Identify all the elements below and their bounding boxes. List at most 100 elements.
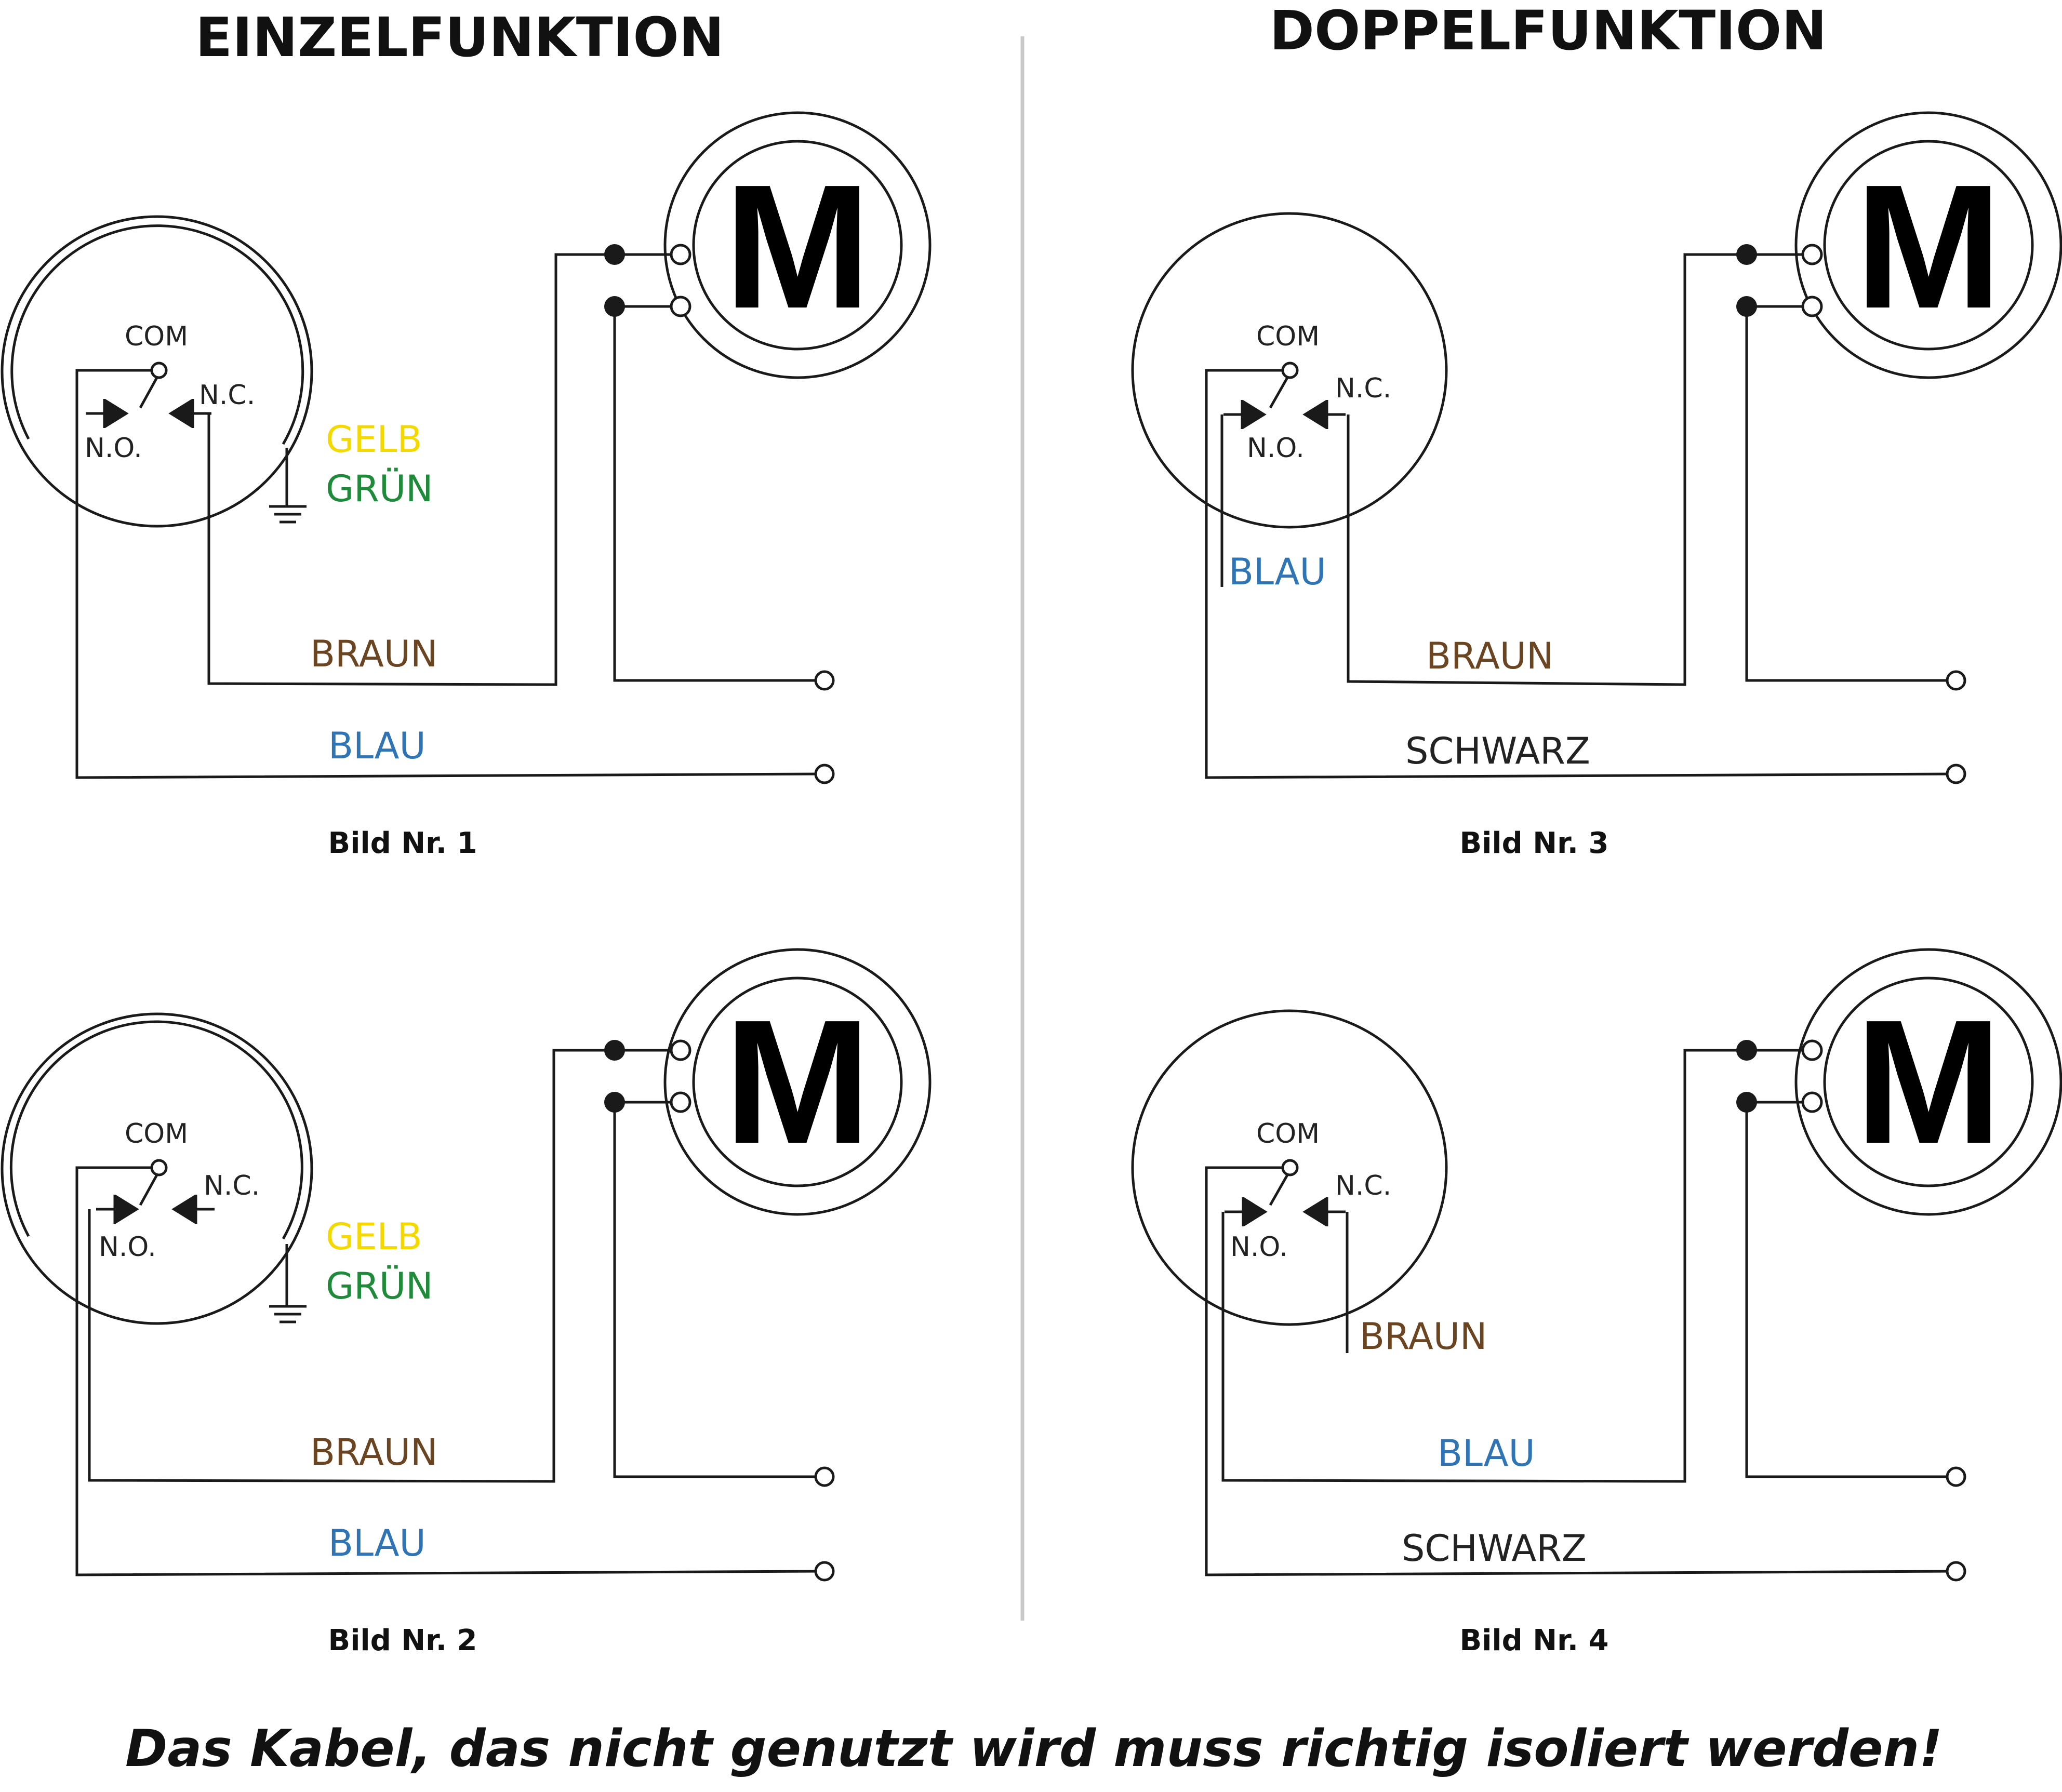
wire-motor-return	[1745, 1102, 1954, 1478]
motor-inner-circle	[692, 140, 903, 351]
label-blau: BLAU	[1229, 551, 1326, 593]
switch-housing-circle	[1131, 1009, 1448, 1326]
motor-terminal	[1801, 1091, 1823, 1113]
motor-symbol: M	[724, 983, 871, 1181]
junction-dot	[1736, 1092, 1757, 1113]
nc-label: N.C.	[199, 380, 255, 411]
wire-motor-return	[613, 306, 823, 682]
junction-dot	[604, 296, 625, 317]
motor-outer-circle	[663, 948, 932, 1216]
switch-contact-lever	[1269, 1174, 1289, 1206]
output-terminal	[1946, 1561, 1966, 1582]
switch-contact-lever	[139, 1174, 158, 1206]
label-gelb: GELB	[326, 418, 422, 461]
label-gruen: GRÜN	[326, 467, 433, 510]
motor-outer-circle	[663, 111, 932, 379]
output-terminal	[1946, 670, 1966, 691]
title-einzelfunktion: EINZELFUNKTION	[195, 6, 724, 69]
label-blau: BLAU	[328, 1522, 426, 1564]
motor-symbol: M	[1855, 148, 2002, 345]
caption: Bild Nr. 3	[1460, 826, 1609, 860]
motor-outer-circle	[1794, 111, 2062, 379]
motor-inner-circle	[1823, 977, 2034, 1187]
label-braun: BRAUN	[1360, 1315, 1487, 1358]
motor-terminal	[1801, 1039, 1823, 1061]
junction-dot	[1736, 244, 1757, 265]
label-braun: BRAUN	[310, 1431, 437, 1474]
nc-label: N.C.	[1335, 373, 1391, 404]
footer-warning: Das Kabel, das nicht genutzt wird muss r…	[125, 1719, 1943, 1778]
no-label: N.O.	[1247, 433, 1305, 464]
switch-contact-lever	[139, 377, 158, 409]
label-gelb: GELB	[326, 1215, 422, 1258]
wire-blau	[75, 369, 824, 779]
housing-inner-arc	[10, 224, 304, 445]
title-doppelfunktion: DOPPELFUNKTION	[1270, 0, 1827, 62]
com-terminal	[1281, 362, 1299, 379]
label-braun: BRAUN	[310, 633, 437, 675]
output-terminal	[814, 670, 835, 691]
com-terminal	[150, 362, 168, 379]
nc-contact-arrow-icon	[1305, 401, 1346, 428]
no-label: N.O.	[1230, 1232, 1288, 1263]
output-terminal	[814, 764, 835, 784]
no-contact-arrow-icon	[96, 1196, 137, 1223]
diagram-1: COM N.C. N.O. M GELB GRÜN BRAUN BLAU Bil…	[1, 111, 932, 860]
junction-dot	[604, 1040, 625, 1061]
motor-terminal	[1801, 244, 1823, 265]
ground-symbol	[269, 1305, 307, 1323]
nc-contact-arrow-icon	[1305, 1198, 1346, 1225]
motor-terminal	[670, 1091, 691, 1113]
wire-braun	[88, 1049, 615, 1483]
switch-housing-circle	[1, 215, 313, 528]
motor-terminal	[670, 296, 691, 317]
switch-housing-circle	[1, 1012, 313, 1325]
motor-terminal	[1801, 296, 1823, 317]
com-label: COM	[125, 321, 188, 352]
motor-symbol: M	[1855, 983, 2002, 1181]
motor-terminal	[670, 244, 691, 265]
motor-inner-circle	[1823, 140, 2034, 351]
no-label: N.O.	[99, 1232, 156, 1263]
nc-label: N.C.	[1335, 1170, 1391, 1201]
label-braun: BRAUN	[1426, 635, 1553, 677]
caption: Bild Nr. 1	[328, 826, 477, 860]
wire-motor-return	[613, 1102, 823, 1478]
com-label: COM	[1256, 1118, 1320, 1149]
wire-blau	[75, 1166, 824, 1576]
output-terminal	[814, 1466, 835, 1487]
wire-braun	[207, 253, 615, 686]
com-terminal	[1281, 1159, 1299, 1176]
wire-schwarz	[1205, 1166, 1955, 1576]
no-contact-arrow-icon	[1223, 401, 1264, 428]
diagram-4: COM N.C. N.O. M BRAUN BLAU SCHWARZ Bild …	[1131, 948, 2062, 1657]
label-schwarz: SCHWARZ	[1402, 1527, 1587, 1570]
com-label: COM	[1256, 321, 1320, 352]
label-gruen: GRÜN	[326, 1265, 433, 1307]
output-terminal	[1946, 1466, 1966, 1487]
diagram-2: COM N.C. N.O. M GELB GRÜN BRAUN BLAU Bil…	[1, 948, 932, 1657]
switch-housing-circle	[1131, 212, 1448, 529]
switch-contact-lever	[1269, 377, 1289, 409]
diagram-3: COM N.C. N.O. M BLAU BRAUN SCHWARZ Bild …	[1131, 111, 2062, 860]
no-contact-arrow-icon	[1225, 1198, 1265, 1225]
label-schwarz: SCHWARZ	[1405, 730, 1590, 772]
housing-inner-arc	[9, 1020, 303, 1240]
junction-dot	[604, 244, 625, 265]
wire-motor-return	[1745, 306, 1954, 682]
ground-symbol	[269, 505, 307, 524]
com-terminal	[150, 1159, 168, 1176]
wire-blau	[1221, 1049, 1747, 1483]
motor-outer-circle	[1794, 948, 2062, 1216]
label-blau: BLAU	[1438, 1432, 1535, 1475]
no-label: N.O.	[85, 433, 142, 464]
output-terminal	[1946, 764, 1966, 784]
caption: Bild Nr. 4	[1460, 1624, 1609, 1657]
wire-braun	[1347, 253, 1747, 686]
junction-dot	[604, 1092, 625, 1113]
junction-dot	[1736, 296, 1757, 317]
wire-schwarz	[1205, 369, 1955, 779]
junction-dot	[1736, 1040, 1757, 1061]
motor-inner-circle	[692, 977, 903, 1187]
